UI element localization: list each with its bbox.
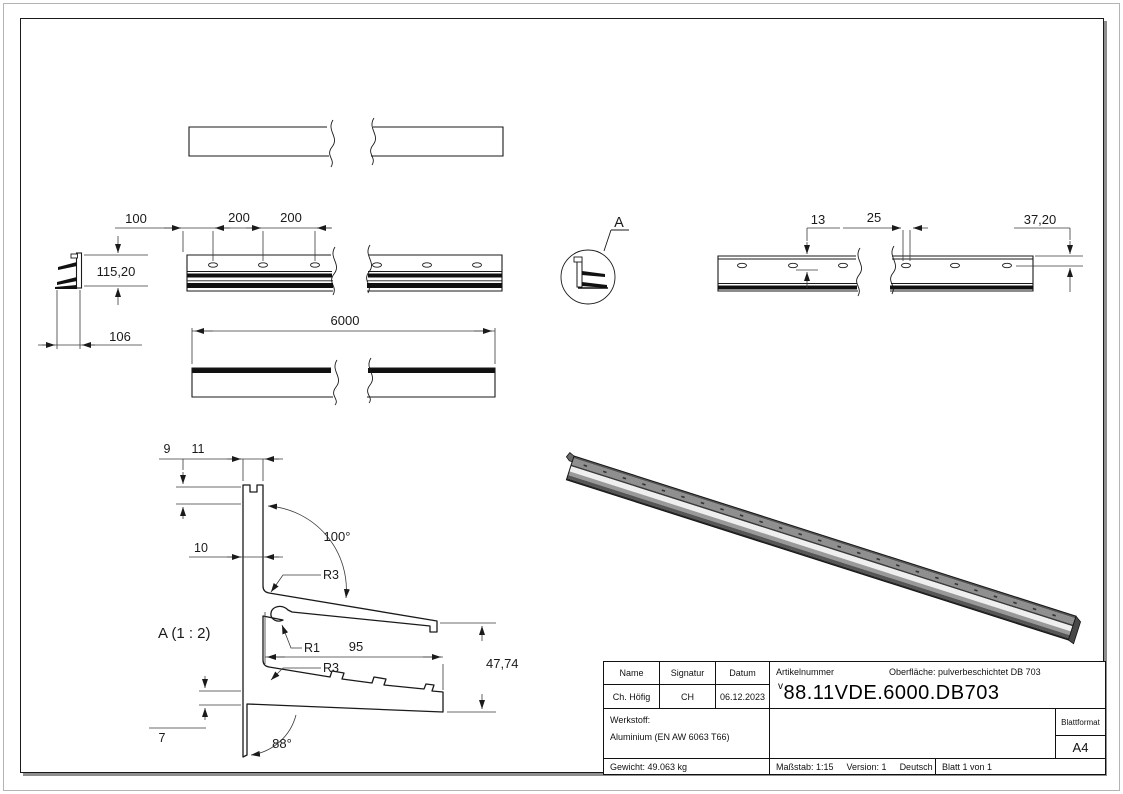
end-view-left-dims — [38, 236, 148, 349]
profile-outline — [242, 484, 444, 758]
tb-massstab: Maßstab: 1:15 — [776, 761, 834, 772]
dim-11: 11 — [192, 442, 205, 456]
title-block: Name Signatur Datum Ch. Höfig CH 06.12.2… — [603, 661, 1106, 775]
tb-version: Version: 1 — [846, 761, 887, 772]
end-view-left — [55, 252, 83, 289]
tb-artikelnummer-value: v88.11VDE.6000.DB703 — [778, 681, 999, 705]
dim-106: 106 — [109, 329, 131, 344]
front-view — [186, 244, 503, 296]
side-view-right-dims — [796, 225, 1083, 292]
tb-name: Ch. Höfig — [604, 685, 660, 709]
iso-left-end — [565, 452, 575, 463]
dim-37-20: 37,20 — [1024, 212, 1057, 227]
tb-blattformat-cell: Blattformat A4 — [1056, 709, 1105, 759]
dim-47-74: 47,74 — [486, 656, 519, 671]
dim-r1: R1 — [304, 641, 320, 655]
tb-artikelnummer-prefix: v — [778, 681, 784, 692]
top-view — [188, 117, 504, 168]
tb-sprache: Deutsch — [899, 761, 933, 772]
front-view-dims — [115, 225, 332, 261]
dim-angle-88: 88° — [272, 736, 292, 751]
tb-empty-cell — [770, 709, 1056, 759]
tb-blatt: Blatt 1 von 1 — [942, 761, 993, 772]
dim-r3-upper: R3 — [323, 568, 339, 582]
tb-header-signatur: Signatur — [660, 662, 716, 685]
dim-200-a: 200 — [228, 210, 250, 225]
tb-scale-cell: Maßstab: 1:15 Version: 1 Deutsch — [770, 759, 936, 774]
tb-header-name: Name — [604, 662, 660, 685]
tb-datum: 06.12.2023 — [716, 685, 770, 709]
tb-werkstoff-value: Aluminium (EN AW 6063 T66) — [610, 732, 730, 742]
section-detail — [149, 456, 496, 758]
isometric-view — [565, 452, 1081, 645]
dim-13: 13 — [811, 212, 825, 227]
dim-10: 10 — [194, 541, 208, 555]
section-label: A (1 : 2) — [158, 625, 211, 642]
tb-gewicht: Gewicht: 49.063 kg — [604, 759, 770, 774]
tb-artikelnummer-label: Artikelnummer — [776, 667, 835, 677]
length-view-dims — [191, 328, 496, 364]
tb-blattformat-value: A4 — [1072, 739, 1089, 755]
dim-100: 100 — [125, 211, 147, 226]
dim-angle-100: 100° — [324, 529, 351, 544]
tb-werkstoff-cell: Werkstoff: Aluminium (EN AW 6063 T66) — [604, 709, 770, 759]
paper-sheet — [3, 3, 1120, 791]
detail-label: A — [614, 215, 624, 231]
iso-slot-holes — [583, 464, 1068, 621]
dim-7: 7 — [159, 731, 166, 745]
tb-artikelnummer-cell: Artikelnummer Oberfläche: pulverbeschich… — [770, 662, 1105, 709]
tb-oberflaeche: Oberfläche: pulverbeschichtet DB 703 — [889, 667, 1041, 677]
tb-header-datum: Datum — [716, 662, 770, 685]
tb-werkstoff-label: Werkstoff: — [610, 715, 651, 725]
side-view-right — [717, 245, 1034, 297]
tb-artikelnummer-number: 88.11VDE.6000.DB703 — [783, 682, 1000, 704]
iso-right-end — [1067, 615, 1081, 645]
dim-r3-lower: R3 — [323, 661, 339, 675]
dim-200-b: 200 — [280, 210, 302, 225]
dim-115-20: 115,20 — [97, 264, 136, 279]
tb-blattformat-label: Blattformat — [1056, 709, 1105, 736]
dim-6000: 6000 — [331, 313, 360, 328]
dim-9: 9 — [164, 442, 171, 456]
dim-95: 95 — [349, 639, 363, 654]
sheet-frame — [20, 18, 1104, 773]
detail-callout — [560, 229, 629, 305]
tb-signatur: CH — [660, 685, 716, 709]
dim-25: 25 — [867, 210, 881, 225]
length-view — [191, 357, 496, 406]
